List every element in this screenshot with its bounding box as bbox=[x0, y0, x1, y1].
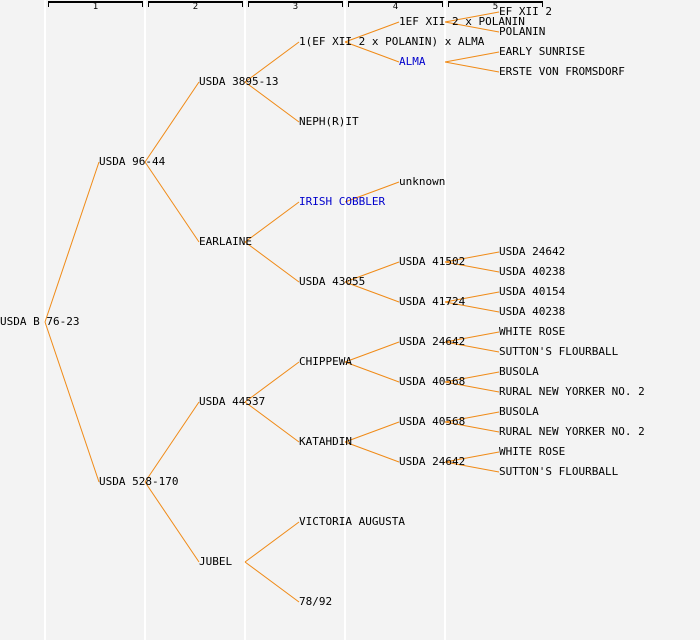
variety-node[interactable]: VICTORIA AUGUSTA bbox=[299, 515, 405, 528]
generation-number: 2 bbox=[192, 2, 199, 12]
variety-node[interactable]: SUTTON'S FLOURBALL bbox=[499, 465, 619, 478]
column-divider bbox=[344, 0, 346, 640]
variety-node[interactable]: USDA 40568 bbox=[399, 415, 466, 428]
pedigree-edge bbox=[244, 201, 300, 243]
variety-node[interactable]: EARLAINE bbox=[199, 235, 252, 248]
generation-number: 5 bbox=[492, 2, 499, 12]
variety-link[interactable]: ALMA bbox=[399, 55, 426, 68]
generation-number: 1 bbox=[92, 2, 99, 12]
pedigree-edge bbox=[244, 561, 300, 603]
variety-node[interactable]: WHITE ROSE bbox=[499, 445, 566, 458]
variety-node[interactable]: USDA 40154 bbox=[499, 285, 566, 298]
pedigree-edge bbox=[444, 51, 500, 63]
pedigree-edge bbox=[244, 41, 300, 83]
generation-bracket bbox=[448, 1, 543, 7]
variety-node[interactable]: USDA 3895-13 bbox=[199, 75, 279, 88]
variety-node[interactable]: 1(EF XII 2 x POLANIN) x ALMA bbox=[299, 35, 485, 48]
variety-node[interactable]: NEPH(R)IT bbox=[299, 115, 359, 128]
pedigree-edge bbox=[444, 331, 500, 343]
pedigree-edge bbox=[444, 61, 500, 73]
variety-node[interactable]: USDA 40568 bbox=[399, 375, 466, 388]
pedigree-edge bbox=[444, 251, 500, 263]
column-divider bbox=[244, 0, 246, 640]
variety-node[interactable]: USDA 41724 bbox=[399, 295, 466, 308]
pedigree-edge bbox=[144, 81, 200, 163]
variety-node[interactable]: USDA 528-170 bbox=[99, 475, 179, 488]
variety-node[interactable]: BUSOLA bbox=[499, 405, 539, 418]
variety-link[interactable]: IRISH COBBLER bbox=[299, 195, 386, 208]
pedigree-edge bbox=[144, 481, 200, 563]
pedigree-edge bbox=[444, 381, 500, 393]
variety-node[interactable]: SUTTON'S FLOURBALL bbox=[499, 345, 619, 358]
pedigree-edge bbox=[344, 41, 400, 63]
variety-node[interactable]: 1EF XII 2 x POLANIN bbox=[399, 15, 525, 28]
variety-node[interactable]: EARLY SUNRISE bbox=[499, 45, 586, 58]
pedigree-edge bbox=[444, 341, 500, 353]
variety-node[interactable]: ERSTE VON FROMSDORF bbox=[499, 65, 625, 78]
pedigree-edge bbox=[244, 361, 300, 403]
pedigree-edge bbox=[444, 411, 500, 423]
pedigree-edge bbox=[444, 301, 500, 313]
pedigree-edge bbox=[444, 461, 500, 473]
variety-node[interactable]: USDA 96-44 bbox=[99, 155, 166, 168]
variety-node[interactable]: RURAL NEW YORKER NO. 2 bbox=[499, 385, 645, 398]
generation-bracket bbox=[148, 1, 243, 7]
variety-node[interactable]: KATAHDIN bbox=[299, 435, 352, 448]
pedigree-edge bbox=[344, 421, 400, 443]
pedigree-edge bbox=[344, 261, 400, 283]
pedigree-edge bbox=[244, 521, 300, 563]
variety-node[interactable]: EF XII 2 bbox=[499, 5, 552, 18]
variety-node[interactable]: 78/92 bbox=[299, 595, 333, 608]
variety-node[interactable]: USDA 40238 bbox=[499, 305, 566, 318]
pedigree-edge bbox=[144, 161, 200, 243]
generation-bracket bbox=[348, 1, 443, 7]
pedigree-edge bbox=[444, 371, 500, 383]
variety-node[interactable]: JUBEL bbox=[199, 555, 233, 568]
pedigree-edge bbox=[244, 81, 300, 123]
variety-node[interactable]: USDA 24642 bbox=[399, 335, 466, 348]
variety-node[interactable]: USDA 24642 bbox=[499, 245, 566, 258]
pedigree-edge bbox=[444, 291, 500, 303]
column-divider bbox=[144, 0, 146, 640]
generation-bracket bbox=[48, 1, 143, 7]
pedigree-edge bbox=[444, 11, 500, 23]
pedigree-edge bbox=[244, 241, 300, 283]
pedigree-edge bbox=[344, 441, 400, 463]
variety-node[interactable]: USDA 43055 bbox=[299, 275, 366, 288]
variety-node[interactable]: POLANIN bbox=[499, 25, 546, 38]
variety-node[interactable]: unknown bbox=[399, 175, 446, 188]
pedigree-edge bbox=[244, 401, 300, 443]
pedigree-edge bbox=[344, 21, 400, 43]
pedigree-edge bbox=[444, 451, 500, 463]
pedigree-edge bbox=[144, 401, 200, 483]
variety-node[interactable]: USDA 41502 bbox=[399, 255, 466, 268]
column-divider bbox=[444, 0, 446, 640]
variety-node[interactable]: WHITE ROSE bbox=[499, 325, 566, 338]
pedigree-edge bbox=[444, 261, 500, 273]
variety-node[interactable]: USDA 40238 bbox=[499, 265, 566, 278]
column-divider bbox=[44, 0, 46, 640]
pedigree-edge bbox=[44, 161, 100, 323]
variety-node[interactable]: USDA 24642 bbox=[399, 455, 466, 468]
pedigree-edge bbox=[44, 321, 100, 483]
variety-node[interactable]: USDA 44537 bbox=[199, 395, 266, 408]
generation-bracket bbox=[248, 1, 343, 7]
variety-node[interactable]: BUSOLA bbox=[499, 365, 539, 378]
pedigree-edge bbox=[344, 341, 400, 363]
generation-number: 3 bbox=[292, 2, 299, 12]
generation-number: 4 bbox=[392, 2, 399, 12]
pedigree-edge bbox=[344, 361, 400, 383]
variety-node[interactable]: CHIPPEWA bbox=[299, 355, 352, 368]
pedigree-edge bbox=[344, 281, 400, 303]
pedigree-edge bbox=[344, 181, 400, 203]
variety-node[interactable]: RURAL NEW YORKER NO. 2 bbox=[499, 425, 645, 438]
variety-node[interactable]: USDA B 76-23 bbox=[0, 315, 80, 328]
pedigree-edge bbox=[444, 21, 500, 33]
pedigree-edge bbox=[444, 421, 500, 433]
